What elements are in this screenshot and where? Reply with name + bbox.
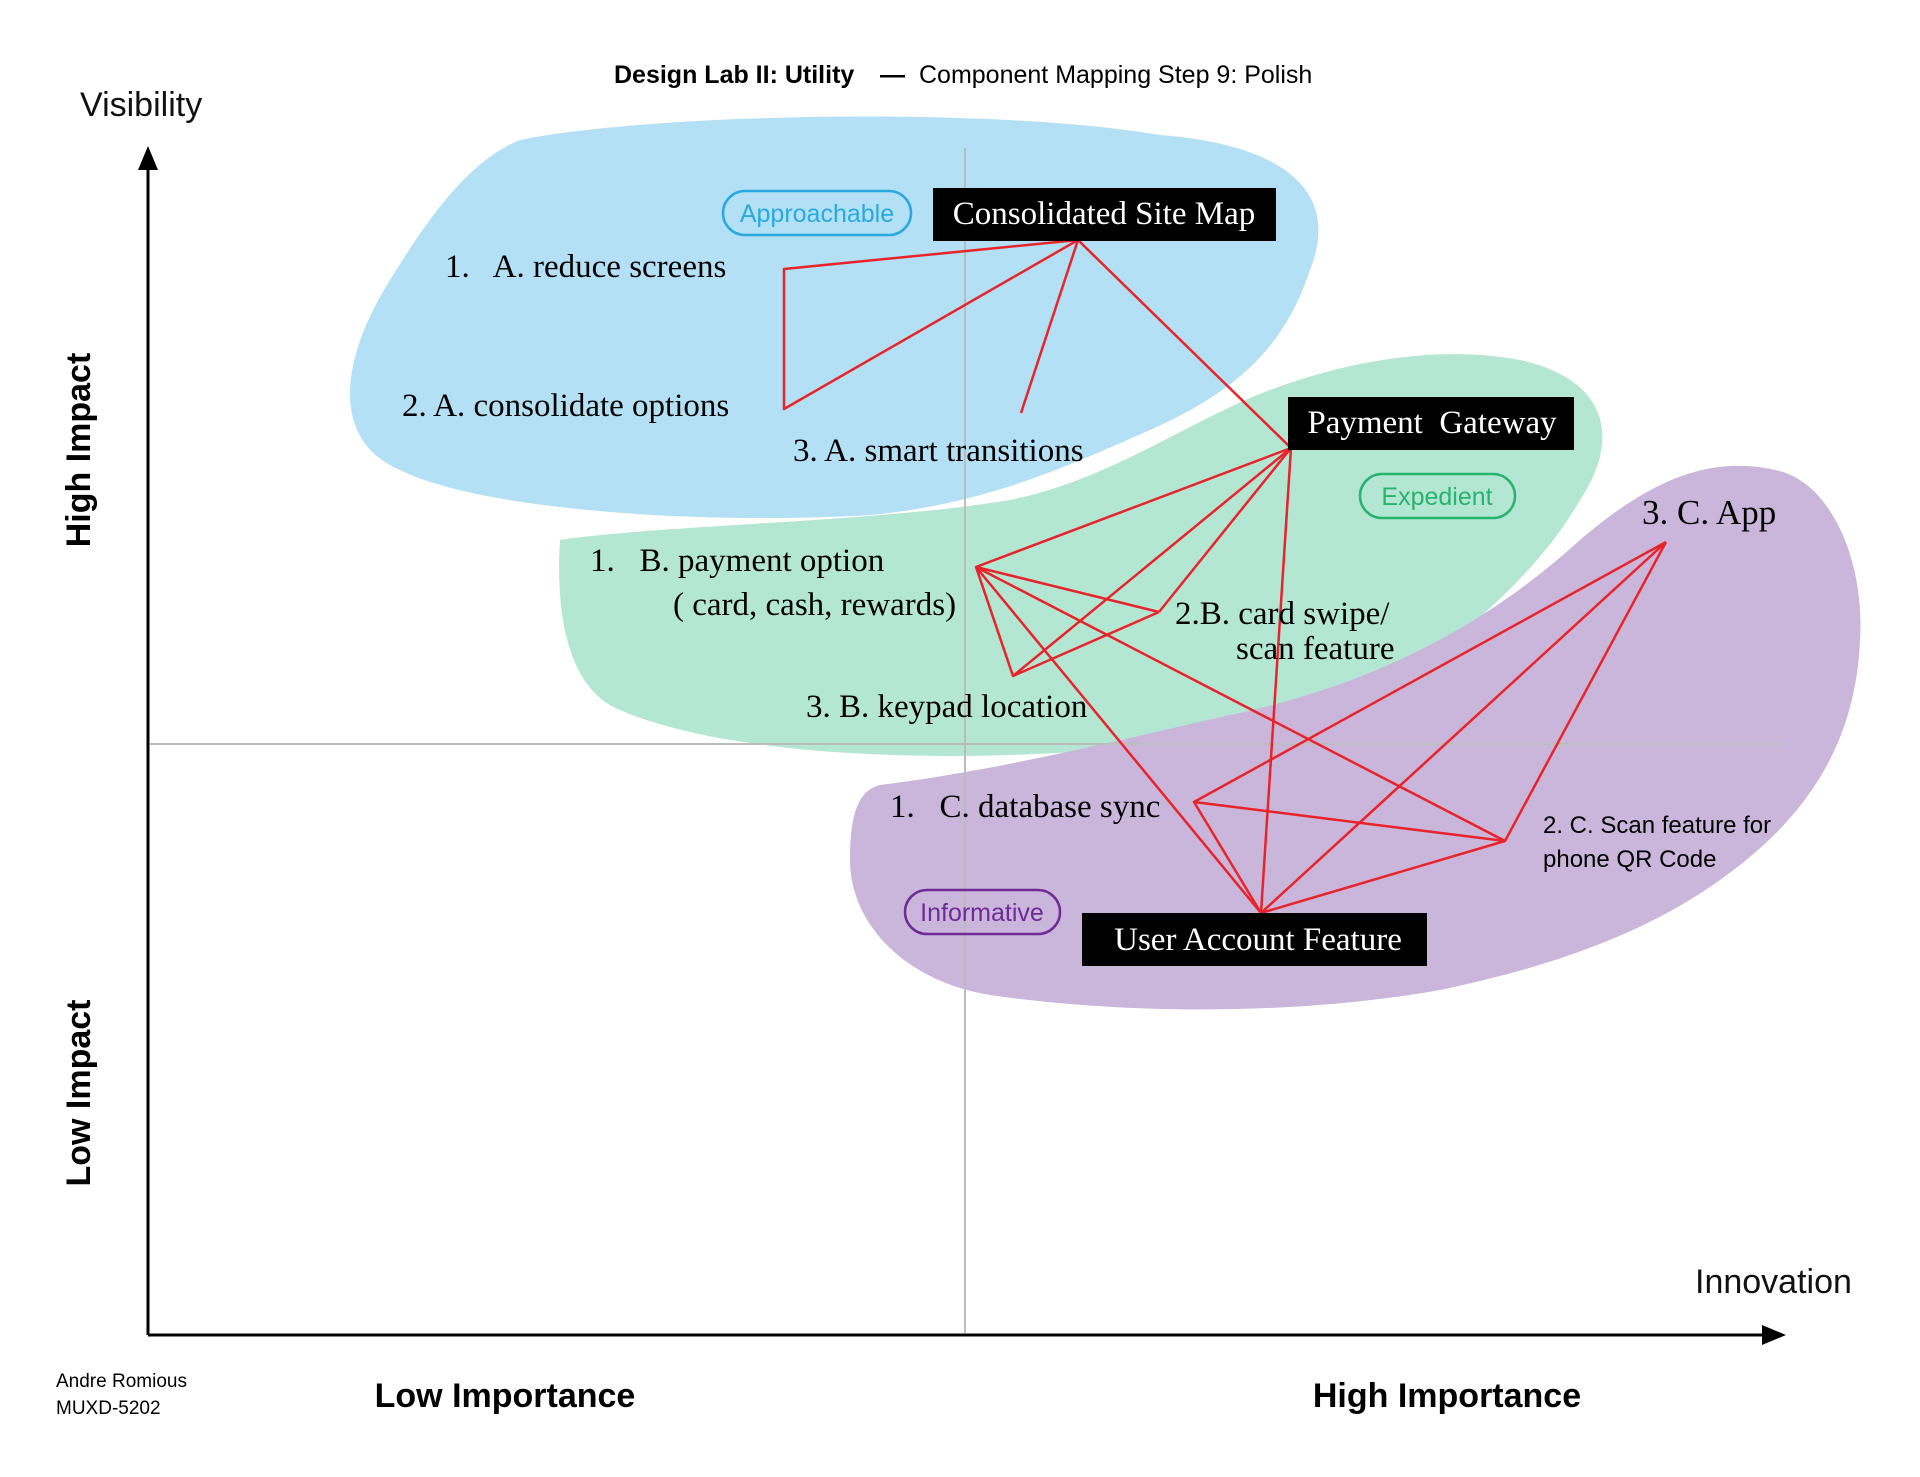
link-gateway-b2 bbox=[1158, 447, 1292, 613]
link-b3-b2 bbox=[1012, 610, 1160, 678]
link-b1-userfeature bbox=[975, 566, 1262, 914]
link-c2-app bbox=[1503, 541, 1668, 842]
link-sitemap-a3 bbox=[1019, 239, 1080, 414]
link-b1-c2 bbox=[975, 565, 1506, 843]
site-map-box bbox=[933, 188, 1276, 241]
y-low-label: Low Impact bbox=[60, 999, 98, 1186]
item-b3: 3. B. keypad location bbox=[806, 689, 1087, 725]
x-low-label: Low Importance bbox=[375, 1377, 636, 1415]
item-b1: 1. B. payment option bbox=[590, 543, 884, 579]
item-b2: 2.B. card swipe/ bbox=[1175, 596, 1390, 632]
item-b1-detail: ( card, cash, rewards) bbox=[673, 587, 956, 623]
y-axis-arrow bbox=[138, 146, 158, 170]
site-map-title: Consolidated Site Map bbox=[953, 196, 1255, 232]
link-userfeature-app bbox=[1260, 541, 1667, 914]
course-title: Design Lab II: Utility bbox=[614, 61, 854, 89]
link-gateway-userfeature bbox=[1259, 447, 1293, 914]
expedient-region bbox=[559, 354, 1603, 756]
item-a2: 2. A. consolidate options bbox=[402, 388, 729, 424]
payment-gateway-title: Payment Gateway bbox=[1307, 405, 1557, 441]
user-account-title: User Account Feature bbox=[1114, 922, 1402, 958]
item-b2-detail: scan feature bbox=[1236, 631, 1394, 667]
connection-lines bbox=[782, 238, 1668, 915]
link-c1-c2-userfeature bbox=[1192, 800, 1507, 915]
user-account-box bbox=[1082, 913, 1427, 966]
link-b1-b2 bbox=[975, 565, 1160, 614]
y-axis-title: Visibility bbox=[80, 86, 202, 124]
page-subtitle: Component Mapping Step 9: Polish bbox=[919, 61, 1312, 89]
item-a1: 1. A. reduce screens bbox=[445, 249, 726, 285]
x-high-label: High Importance bbox=[1313, 1377, 1581, 1415]
author-course-code: MUXD-5202 bbox=[56, 1398, 161, 1419]
payment-gateway-box bbox=[1288, 397, 1574, 450]
link-c1-app bbox=[1193, 540, 1667, 804]
x-axis-title: Innovation bbox=[1695, 1263, 1852, 1301]
item-c1: 1. C. database sync bbox=[890, 789, 1160, 825]
item-c2: 2. C. Scan feature for bbox=[1543, 812, 1771, 839]
author-name: Andre Romious bbox=[56, 1371, 187, 1392]
item-a3: 3. A. smart transitions bbox=[793, 433, 1084, 469]
expedient-tag-outline bbox=[1358, 472, 1517, 520]
item-c3: 3. C. App bbox=[1642, 493, 1776, 532]
x-axis-arrow bbox=[1762, 1325, 1786, 1345]
title-dash: — bbox=[880, 61, 905, 89]
link-sitemap-gateway bbox=[1077, 239, 1292, 449]
informative-region bbox=[850, 465, 1861, 1010]
link-sitemap-a1-a2 bbox=[782, 238, 1079, 411]
item-c2-detail: phone QR Code bbox=[1543, 846, 1716, 873]
y-high-label: High Impact bbox=[60, 353, 98, 548]
informative-tag: Informative bbox=[920, 899, 1044, 927]
approachable-tag: Approachable bbox=[740, 200, 894, 228]
informative-tag-outline bbox=[903, 888, 1062, 936]
expedient-tag: Expedient bbox=[1381, 483, 1492, 511]
approachable-tag-outline bbox=[721, 189, 913, 237]
link-gateway-b1-b3 bbox=[974, 446, 1293, 678]
